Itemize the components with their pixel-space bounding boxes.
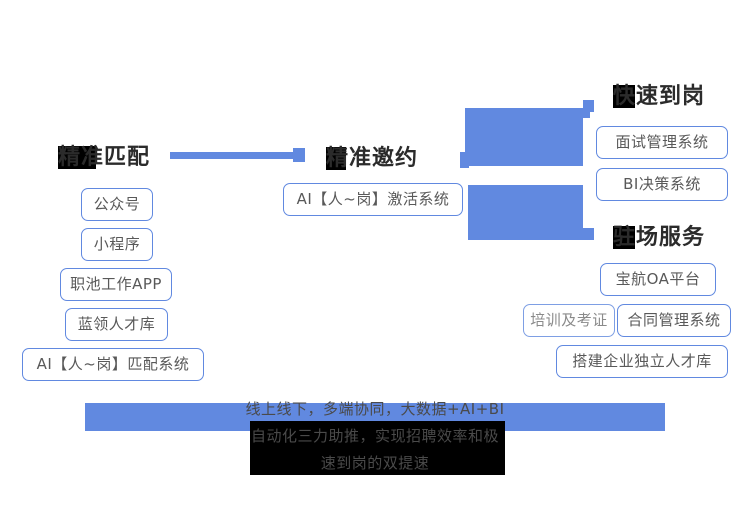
caption-text: 线上线下，多端协同，大数据+AI+BI 自动化三力助推，实现招聘效率和极 速到岗… [175,396,575,477]
pill-contract-management-system[interactable]: 合同管理系统 [617,304,731,337]
caption-line-1: 线上线下，多端协同，大数据+AI+BI [245,400,505,418]
overlay-block-precise-match [58,146,96,169]
pill-ai-person-post-activation-system[interactable]: AI【人~岗】激活系统 [283,183,463,216]
overlay-block-fast-onboard [613,85,635,108]
pill-blue-collar-talent-pool[interactable]: 蓝领人才库 [65,308,168,341]
pill-ai-person-post-matching-system[interactable]: AI【人~岗】匹配系统 [22,348,204,381]
heading-onsite-service: 驻场服务 [613,225,706,250]
heading-precise-match: 精准匹配 [58,145,151,170]
flow-bar-top [465,108,583,166]
connector-arrow-match-to-invite [293,148,305,162]
pill-baohang-oa-platform[interactable]: 宝航OA平台 [600,263,716,296]
caption-line-3: 速到岗的双提速 [320,454,430,472]
overlay-block-onsite-service [613,226,635,249]
connector-line-match-to-invite [170,152,295,159]
pill-zhichi-work-app[interactable]: 职池工作APP [60,268,172,301]
pill-interview-management-system[interactable]: 面试管理系统 [596,126,728,159]
pill-mini-program[interactable]: 小程序 [81,228,153,261]
pill-build-enterprise-talent-pool[interactable]: 搭建企业独立人才库 [556,345,728,378]
heading-fast-onboard: 快速到岗 [613,84,706,109]
flow-bar-top-notch [583,100,594,112]
flow-bar-top-arrow [583,112,590,118]
pill-official-account[interactable]: 公众号 [81,188,153,221]
caption-line-2: 自动化三力助推，实现招聘效率和极 [250,427,499,445]
pill-bi-decision-system[interactable]: BI决策系统 [596,168,728,201]
connector-line-invite-right [460,152,469,168]
pill-training-and-certification[interactable]: 培训及考证 [523,304,615,337]
flow-bar-bottom-notch [583,228,594,240]
heading-precise-invite: 精准邀约 [326,146,419,171]
caption-black-banner [250,421,505,475]
overlay-block-precise-invite [326,147,346,170]
flow-bar-bottom [468,185,583,240]
